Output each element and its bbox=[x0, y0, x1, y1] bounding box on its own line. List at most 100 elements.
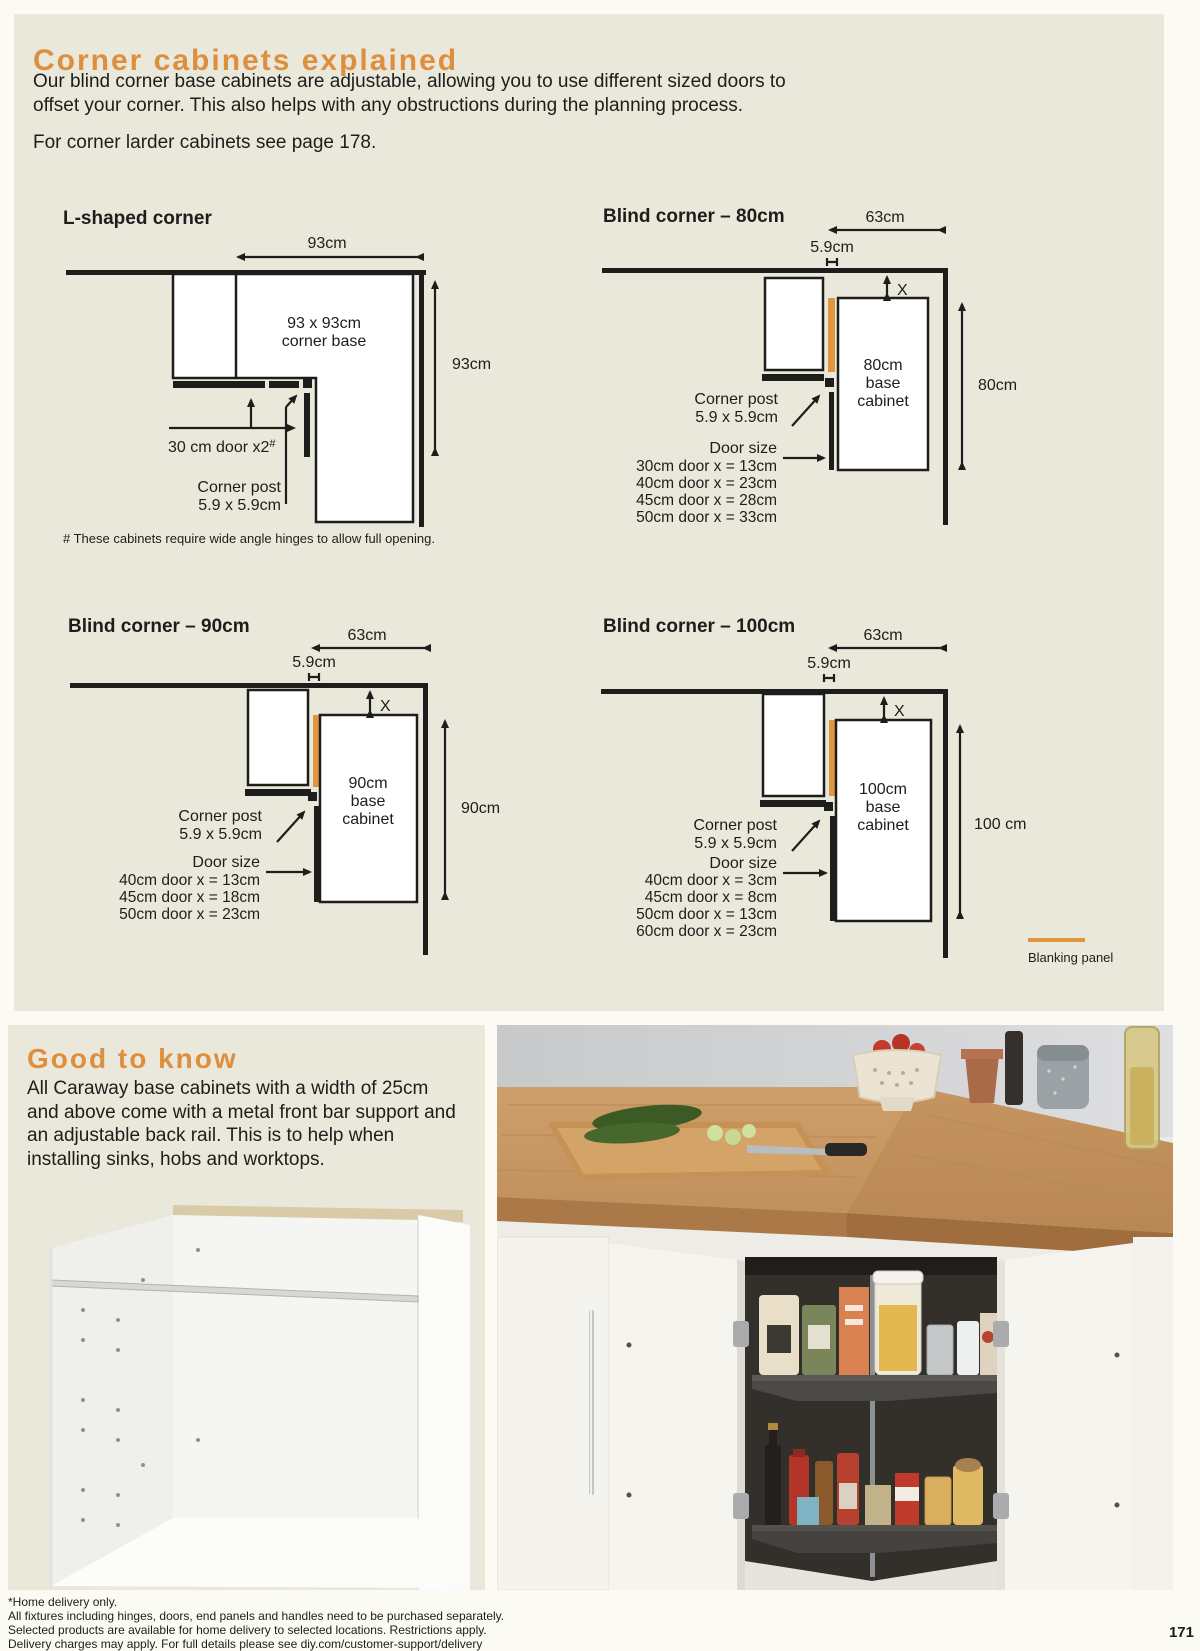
corner-post bbox=[824, 802, 833, 811]
blue-tin bbox=[797, 1497, 819, 1525]
door-size-title: Door size bbox=[709, 440, 777, 457]
right-dimension-label: 90cm bbox=[461, 800, 500, 817]
x-offset-label: X bbox=[894, 703, 905, 720]
hinge-footnote: # These cabinets require wide angle hing… bbox=[63, 531, 435, 546]
wall-right bbox=[419, 270, 424, 527]
cabinet-carcass-image bbox=[49, 1205, 470, 1590]
right-dimension-label: 93cm bbox=[452, 356, 491, 373]
door-size-row: 45cm door x = 18cm bbox=[119, 889, 260, 906]
door-size-row: 60cm door x = 23cm bbox=[636, 923, 777, 940]
door-front-bar bbox=[762, 374, 824, 381]
good-to-know-title: Good to know bbox=[27, 1043, 238, 1074]
door-front-vertical bbox=[304, 393, 310, 457]
grain-jar bbox=[924, 1476, 952, 1526]
wall-top bbox=[66, 270, 426, 275]
door-size-title: Door size bbox=[192, 854, 260, 871]
cabinet-label-line2: base bbox=[866, 375, 901, 392]
unit-label-line2: corner base bbox=[282, 333, 367, 350]
footer-line: *Home delivery only. bbox=[8, 1595, 118, 1609]
door-size-row: 50cm door x = 23cm bbox=[119, 906, 260, 923]
blind-corner-80-diagram: Blind corner – 80cm 63cm 5.9cm 80cm base… bbox=[602, 206, 1017, 526]
salt-jar bbox=[957, 1321, 979, 1375]
plant-pot bbox=[965, 1055, 999, 1103]
cabinet-label-line1: 90cm bbox=[348, 775, 387, 792]
door-label: 30 cm door x2# bbox=[168, 438, 276, 456]
larder-note: For corner larder cabinets see page 178. bbox=[33, 132, 377, 153]
pasta-box bbox=[839, 1287, 869, 1375]
right-dimension-label: 80cm bbox=[978, 377, 1017, 394]
top-dimension-label: 63cm bbox=[865, 209, 904, 226]
top-dimension-label: 63cm bbox=[863, 627, 902, 644]
page-number: 171 bbox=[1168, 1624, 1194, 1641]
shelf-peg-holes bbox=[81, 1248, 200, 1527]
chopping-board bbox=[549, 1104, 867, 1180]
blind-door bbox=[246, 688, 310, 787]
carousel-shelf bbox=[752, 1525, 997, 1553]
post-width-label: 5.9cm bbox=[810, 239, 854, 256]
knife-blade bbox=[747, 1145, 827, 1155]
blind-door bbox=[763, 276, 825, 372]
corner-post-label-line2: 5.9 x 5.9cm bbox=[695, 409, 778, 426]
corner-post-label-line2: 5.9 x 5.9cm bbox=[694, 835, 777, 852]
hinges-left bbox=[733, 1321, 749, 1519]
door-front-bar bbox=[245, 789, 311, 796]
blanking-panel bbox=[828, 298, 835, 372]
door-size-title: Door size bbox=[709, 855, 777, 872]
right-side-panel bbox=[418, 1215, 470, 1590]
blanking-panel-legend-swatch bbox=[1028, 938, 1085, 942]
corner-cabinets-section: Corner cabinets explained Our blind corn… bbox=[14, 14, 1164, 1011]
cabinet-label-line3: cabinet bbox=[342, 811, 394, 828]
cabinet-label-line2: base bbox=[866, 799, 901, 816]
blanking-panel bbox=[313, 715, 320, 787]
wall-top bbox=[70, 683, 428, 688]
corner-post bbox=[825, 378, 834, 387]
upper-carousel bbox=[752, 1270, 997, 1401]
door-front-vertical bbox=[314, 806, 319, 902]
door-size-row: 50cm door x = 13cm bbox=[636, 906, 777, 923]
oat-pack bbox=[980, 1313, 997, 1375]
blanking-panel-legend-label: Blanking panel bbox=[1028, 950, 1113, 965]
amber-bottle bbox=[815, 1461, 833, 1525]
diagram-title: L-shaped corner bbox=[63, 208, 212, 229]
wall-top bbox=[602, 268, 948, 273]
cabinet-label-line1: 80cm bbox=[863, 357, 902, 374]
lower-carousel bbox=[752, 1423, 997, 1553]
footer-line: Delivery charges may apply. For full det… bbox=[8, 1637, 483, 1651]
corner-post-label-line1: Corner post bbox=[694, 391, 778, 408]
corner-post-pointer bbox=[791, 819, 821, 852]
good-to-know-body: All Caraway base cabinets with a width o… bbox=[27, 1078, 456, 1170]
wine-bottle bbox=[765, 1445, 781, 1525]
hinges-right bbox=[993, 1321, 1009, 1519]
corner-post-pointer bbox=[276, 810, 306, 843]
post-width-bracket bbox=[822, 674, 836, 682]
popcorn-jar bbox=[953, 1465, 983, 1525]
unit-label-line1: 93 x 93cm bbox=[287, 315, 361, 332]
top-dimension-label: 93cm bbox=[307, 235, 346, 252]
knife-handle bbox=[825, 1143, 867, 1156]
post-width-label: 5.9cm bbox=[292, 654, 336, 671]
door-size-row: 50cm door x = 33cm bbox=[636, 509, 777, 526]
wall-right bbox=[423, 683, 428, 955]
right-dimension-label: 100 cm bbox=[974, 816, 1026, 833]
door-front-left bbox=[173, 381, 265, 388]
page-title: Corner cabinets explained bbox=[33, 44, 459, 77]
corner-base-unit bbox=[171, 272, 415, 524]
colander bbox=[851, 1034, 943, 1111]
base-cabinet bbox=[834, 718, 933, 923]
blind-corner-90-diagram: Blind corner – 90cm 63cm 5.9cm 90cm base… bbox=[68, 616, 500, 955]
open-door-left bbox=[609, 1243, 745, 1590]
footer-line: Selected products are available for home… bbox=[8, 1623, 487, 1637]
carousel-pole bbox=[870, 1275, 875, 1577]
blind-door bbox=[761, 692, 826, 798]
good-to-know-section: Good to know All Caraway base cabinets w… bbox=[8, 1025, 485, 1590]
open-door-right bbox=[997, 1243, 1133, 1590]
door-size-row: 40cm door x = 13cm bbox=[119, 872, 260, 889]
corner-cabinet-photo-art bbox=[497, 1025, 1173, 1590]
corner-post-label-line1: Corner post bbox=[197, 479, 281, 496]
plinth bbox=[745, 1561, 997, 1590]
footer-notes: *Home delivery only. All fixtures includ… bbox=[8, 1595, 908, 1651]
door-size-row: 40cm door x = 23cm bbox=[636, 475, 777, 492]
x-offset-label: X bbox=[897, 282, 908, 299]
diagram-title: Blind corner – 100cm bbox=[603, 616, 795, 637]
